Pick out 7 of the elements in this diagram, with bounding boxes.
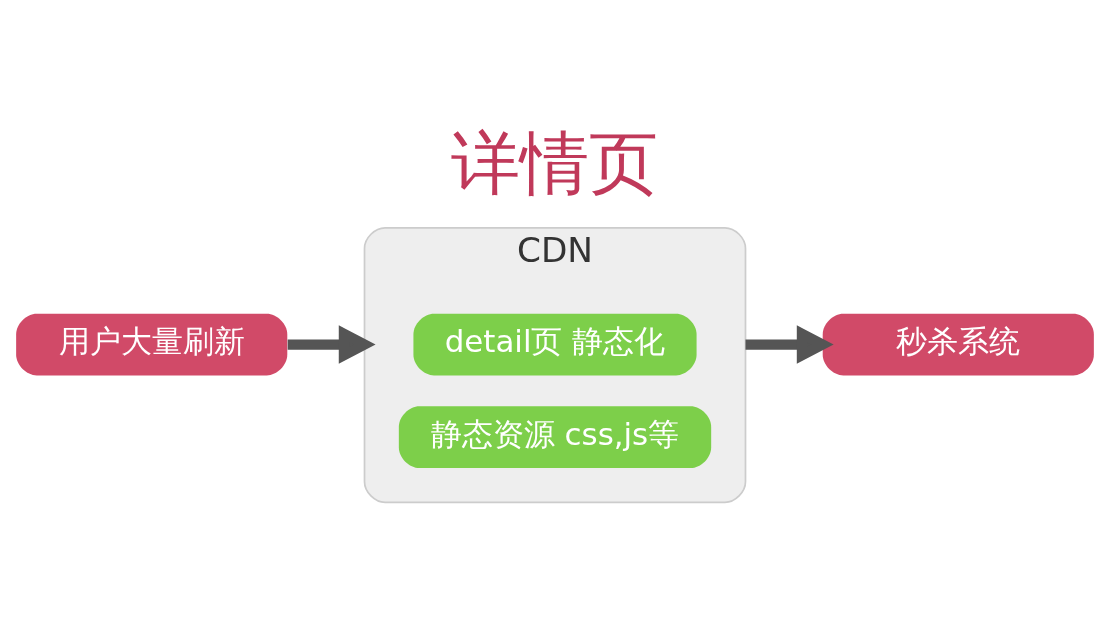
node-box: detail页 静态化	[413, 313, 697, 375]
diagram-title: 详情页	[451, 122, 659, 203]
node-box: 秒杀系统	[822, 313, 1094, 375]
arrow	[745, 324, 834, 364]
node-box: 用户大量刷新	[16, 313, 288, 375]
arrow	[287, 324, 376, 364]
node-box: 静态资源 css,js等	[398, 405, 712, 468]
